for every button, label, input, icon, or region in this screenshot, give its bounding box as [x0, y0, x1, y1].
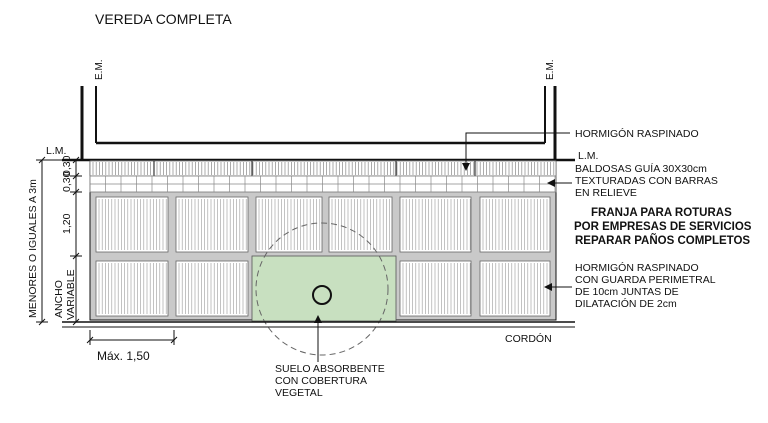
dim-030-a: 0,30 [61, 155, 73, 176]
baldosas-line-2: TEXTURADAS CON BARRAS [575, 175, 718, 187]
cordon-label: CORDÓN [505, 332, 552, 345]
franja-line-2: POR EMPRESAS DE SERVICIOS [574, 221, 752, 233]
paving-slab [479, 196, 551, 253]
franja-line-1: FRANJA PARA ROTURAS [591, 207, 732, 219]
hormigon-callout: HORMIGÓN RASPINADO [575, 127, 699, 140]
paving-slab [95, 260, 169, 317]
paving-slab [399, 260, 472, 317]
lm-left-label: L.M. [46, 145, 66, 157]
paving-slab [175, 196, 249, 253]
suelo-absorbente-area [251, 255, 397, 322]
root-zone-circle [255, 222, 389, 356]
lm-right-label: L.M. [578, 150, 598, 162]
suelo-line-1: SUELO ABSORBENTE [275, 363, 385, 375]
variable-label: VARIABLE [65, 269, 77, 320]
diagram-title: VEREDA COMPLETA [95, 11, 232, 27]
baldosas-line-3: EN RELIEVE [575, 187, 637, 199]
side-dimension-label: MENORES O IGUALES A 3m [27, 179, 39, 318]
baldosas-line-1: BALDOSAS GUÍA 30X30cm [575, 162, 707, 175]
em-right-label: E.M. [545, 59, 556, 80]
sidewalk [89, 159, 557, 356]
suelo-line-3: VEGETAL [275, 387, 323, 399]
paving-slab [95, 196, 169, 253]
guarda-line-4: DILATACIÓN DE 2cm [575, 297, 677, 310]
max-dimension [86, 330, 178, 345]
ancho-label: ANCHO [53, 280, 65, 318]
em-left-label: E.M. [94, 59, 105, 80]
franja-line-3: REPARAR PAÑOS COMPLETOS [575, 234, 750, 247]
paving-slab [399, 196, 472, 253]
tree-circle [312, 285, 332, 305]
paving-slab [479, 260, 551, 317]
guarda-line-1: HORMIGÓN RASPINADO [575, 261, 699, 274]
left-dimensions [36, 156, 82, 326]
suelo-line-2: CON COBERTURA [275, 375, 367, 387]
paving-slab [328, 196, 393, 253]
max-label: Máx. 1,50 [97, 349, 150, 363]
hormigon-callout-leader [462, 132, 570, 171]
building-outline [80, 86, 557, 160]
guarda-line-3: DE 10cm JUNTAS DE [575, 286, 679, 298]
dim-030-b: 0,30 [61, 171, 73, 192]
guarda-line-2: CON GUARDA PERIMETRAL [575, 274, 716, 286]
paving-slab [255, 196, 323, 253]
paving-slab [175, 260, 249, 317]
dim-120: 1,20 [61, 213, 73, 234]
